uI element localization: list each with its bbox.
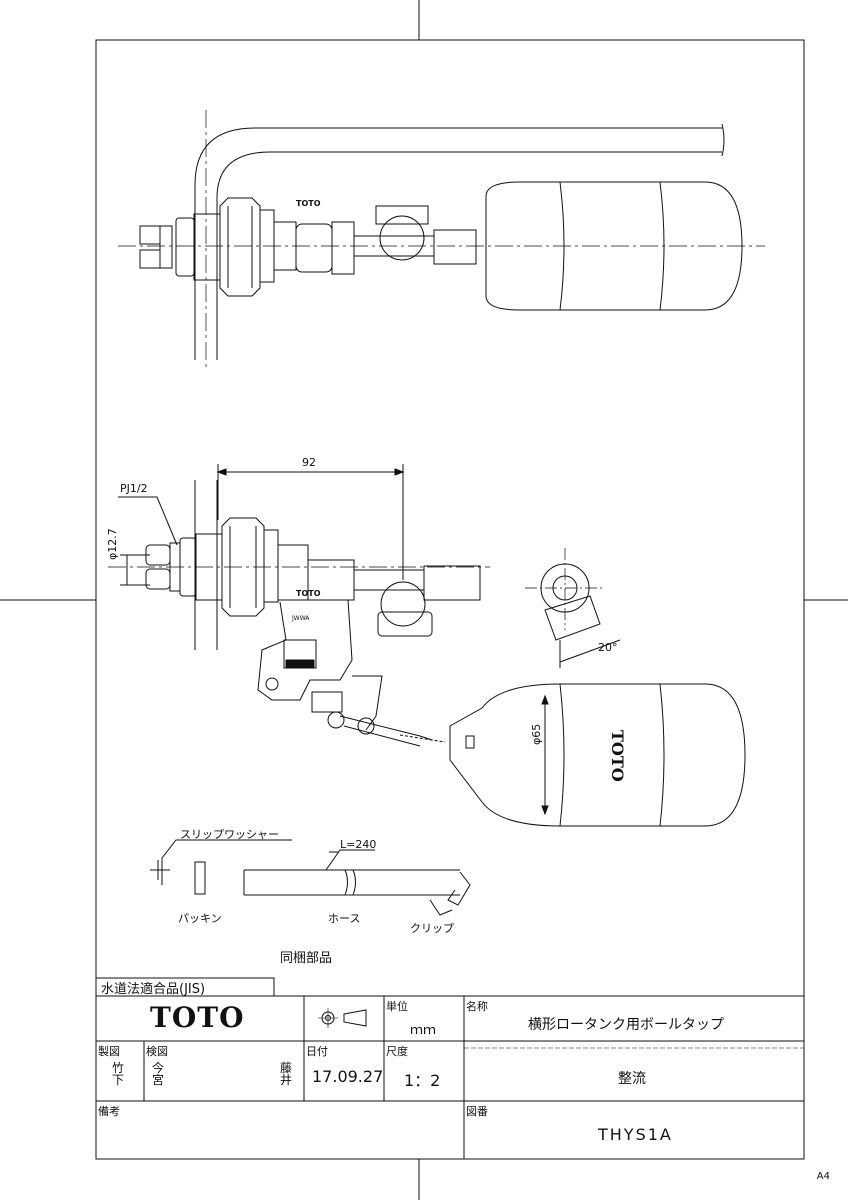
unit-value: ｍｍ [410, 1023, 437, 1038]
drawing-no: THYS1A [598, 1125, 673, 1144]
made-label: 製図 [98, 1045, 120, 1058]
title-block [95, 977, 804, 1159]
part-hose: ホース [328, 912, 361, 925]
part-slip-washer: スリップワッシャー [180, 828, 279, 841]
bundled-parts [150, 839, 471, 916]
valve-mark: JWWA [291, 615, 310, 622]
toto-logo: TOTO [150, 1001, 245, 1034]
front-view [108, 464, 746, 827]
scale-value: 1：2 [404, 1071, 441, 1090]
top-view [118, 110, 765, 370]
dim-12-7: φ12.7 [106, 528, 119, 560]
drawing-no-label: 図番 [466, 1105, 488, 1118]
bundled-parts-title: 同梱部品 [280, 951, 333, 966]
valve-brand: TOTO [296, 589, 321, 598]
name-value: 横形ロータンク用ボールタップ [528, 1017, 724, 1033]
page-size: A4 [816, 1171, 830, 1182]
name-label: 名称 [466, 1000, 488, 1013]
dim-pj12: PJ1/2 [120, 482, 148, 495]
dim-65: φ65 [530, 723, 543, 745]
made-value: 竹下 [112, 1061, 125, 1087]
float-brand: TOTO [608, 730, 627, 782]
part-packing: パッキン [178, 912, 222, 925]
dim-92: 92 [302, 456, 316, 469]
sub-name: 整流 [618, 1071, 646, 1087]
part-clip: クリップ [410, 922, 454, 935]
date-label: 日付 [306, 1045, 328, 1058]
check-label: 検図 [146, 1045, 168, 1058]
unit-label: 単位 [386, 1000, 408, 1013]
scale-label: 尺度 [386, 1045, 408, 1058]
check-value-1: 今宮 [152, 1061, 165, 1087]
remarks-label: 備考 [98, 1105, 120, 1118]
dim-angle: 20° [598, 641, 618, 654]
check-value-2: 藤井 [280, 1061, 293, 1087]
top-valve-brand: TOTO [296, 199, 321, 208]
date-value: 17.09.27 [312, 1067, 384, 1086]
dim-hose-length: L=240 [340, 838, 377, 851]
standard-label: 水道法適合品(JIS) [101, 982, 206, 997]
